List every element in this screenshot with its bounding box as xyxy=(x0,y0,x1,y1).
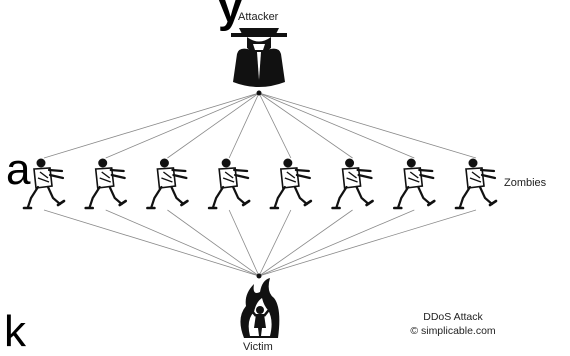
zombie-victim-link xyxy=(167,209,260,277)
attacker-zombie-link xyxy=(43,92,260,159)
victim-icon xyxy=(240,278,280,338)
victim-label: Victim xyxy=(243,341,273,353)
zombie-victim-link xyxy=(258,209,415,277)
attacker-icon xyxy=(231,28,287,87)
attacker-zombie-link xyxy=(258,92,292,159)
zombie-icon xyxy=(331,158,374,210)
zombie-victim-link xyxy=(258,209,292,277)
attacker-zombie-link xyxy=(105,92,260,159)
zombie-icon xyxy=(207,158,251,210)
slide-text-fragment-top: y xyxy=(218,0,243,32)
slide-text-fragment-mid: a xyxy=(6,145,31,194)
zombie-victim-link xyxy=(258,209,353,277)
slide-text-fragment-bottom: k xyxy=(4,307,26,356)
zombie-victim-link xyxy=(43,209,260,277)
victim-node xyxy=(256,273,262,279)
zombie-icon xyxy=(454,158,498,210)
diagram-credit: DDoS Attack © simplicable.com xyxy=(388,310,518,338)
attacker-connection-lines xyxy=(43,92,477,159)
attacker-zombie-link xyxy=(228,92,260,159)
zombies-label: Zombies xyxy=(504,177,547,189)
victim-connection-lines xyxy=(43,209,477,277)
zombie-victim-link xyxy=(105,209,260,277)
copyright-text: © simplicable.com xyxy=(410,325,496,338)
zombie-icon xyxy=(392,158,436,210)
zombie-victim-link xyxy=(258,209,477,277)
zombie-icon xyxy=(22,158,66,210)
zombies-row xyxy=(22,158,498,210)
attacker-zombie-link xyxy=(167,92,260,159)
diagram-title: DDoS Attack xyxy=(423,311,483,323)
attacker-label: Attacker xyxy=(238,11,279,23)
attacker-zombie-link xyxy=(258,92,415,159)
attacker-zombie-link xyxy=(258,92,353,159)
zombie-icon xyxy=(146,158,189,210)
attacker-node xyxy=(256,90,262,96)
zombie-icon xyxy=(84,158,128,210)
attacker-zombie-link xyxy=(258,92,477,159)
zombie-victim-link xyxy=(228,209,260,277)
zombie-icon xyxy=(269,158,313,210)
